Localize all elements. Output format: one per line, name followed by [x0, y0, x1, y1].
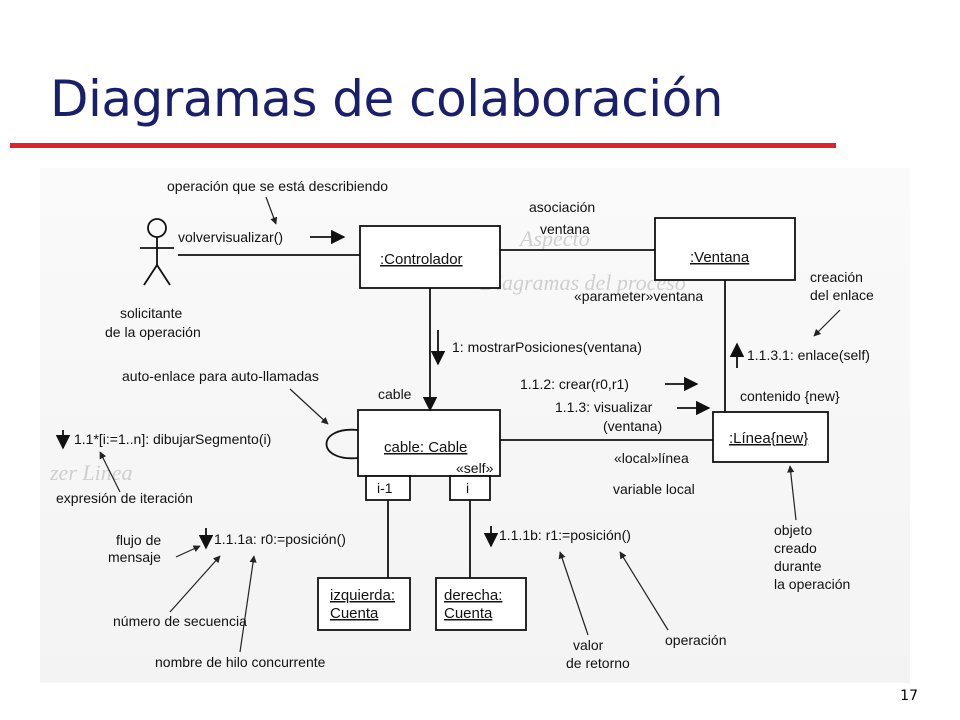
message-visualizar-1: 1.1.3: visualizar: [555, 399, 653, 415]
actor-icon: [140, 218, 174, 286]
role-self: «self»: [456, 460, 494, 476]
qualifier-left: i-1: [377, 480, 393, 496]
note-pointer: [265, 196, 278, 225]
slide-title: Diagramas de colaboración: [50, 70, 723, 128]
note-pointer: [558, 551, 589, 636]
note-solicitante-2: de la operación: [105, 324, 201, 340]
page-number: 17: [900, 688, 918, 704]
note-numero-secuencia: número de secuencia: [113, 613, 247, 629]
note-creacion-1: creación: [810, 269, 863, 285]
controlador-label: :Controlador: [380, 251, 463, 268]
self-link-loop: [325, 428, 359, 460]
role-cable: cable: [378, 386, 412, 402]
message-mostrar: 1: mostrarPosiciones(ventana): [452, 339, 642, 355]
linea-object: [712, 411, 829, 463]
linea-label: :Línea{new}: [729, 430, 808, 447]
message-enlace: 1.1.3.1: enlace(self): [747, 347, 870, 363]
note-valor-2: de retorno: [566, 655, 630, 671]
role-local: «local»línea: [614, 450, 689, 466]
note-nombre-hilo: nombre de hilo concurrente: [155, 654, 326, 670]
qualifier-box-left: [365, 475, 411, 501]
role-contenido: contenido {new}: [740, 388, 840, 404]
note-objeto-2: creado: [774, 540, 817, 556]
cable-object: [357, 409, 501, 477]
message-pos-b: 1.1.1b: r1:=posición(): [499, 527, 631, 543]
note-pointer: [289, 388, 329, 425]
derecha-label-2: Cuenta: [444, 605, 493, 622]
note-pointer: [175, 545, 201, 558]
controlador-object: [359, 225, 501, 289]
ventana-label: :Ventana: [690, 249, 750, 266]
title-underline: [10, 143, 836, 148]
derecha-label-1: derecha:: [444, 587, 502, 604]
note-variable-local: variable local: [613, 481, 695, 497]
note-flujo-2: mensaje: [108, 549, 161, 565]
note-objeto-3: durante: [774, 558, 822, 574]
note-asociacion: asociación: [529, 199, 595, 215]
note-pointer: [813, 309, 841, 337]
note-pointer: [169, 555, 221, 613]
izquierda-label-2: Cuenta: [330, 605, 379, 622]
note-objeto-4: la operación: [774, 576, 850, 592]
ghost-text: zer Linea: [49, 460, 133, 485]
message-volver: volvervisualizar(): [178, 229, 283, 245]
cable-label: cable: Cable: [384, 439, 467, 456]
note-valor-1: valor: [573, 637, 604, 653]
note-expresion: expresión de iteración: [56, 490, 193, 506]
note-solicitante-1: solicitante: [120, 305, 182, 321]
ghost-text: Diagramas del proceso: [479, 270, 686, 295]
note-flujo-1: flujo de: [116, 532, 161, 548]
role-ventana: ventana: [540, 221, 590, 237]
ghost-text: Aspecto: [518, 226, 590, 251]
note-operacion: operación: [665, 632, 727, 648]
qualifier-right: i: [466, 480, 469, 496]
note-creacion-2: del enlace: [810, 287, 874, 303]
note-auto-enlace: auto-enlace para auto-llamadas: [122, 368, 319, 384]
note-operacion-desc: operación que se está describiendo: [167, 178, 388, 194]
message-crear: 1.1.2: crear(r0,r1): [520, 376, 629, 392]
izquierda-object: [317, 577, 411, 631]
note-objeto-1: objeto: [774, 522, 812, 538]
message-pos-a: 1.1.1a: r0:=posición(): [214, 531, 346, 547]
message-visualizar-2: (ventana): [603, 418, 662, 434]
note-pointer: [239, 555, 257, 653]
note-pointer: [99, 451, 121, 493]
qualifier-box-right: [449, 475, 491, 501]
note-pointer: [787, 465, 797, 521]
message-dibujar: 1.1*[i:=1..n]: dibujarSegmento(i): [74, 431, 271, 447]
derecha-object: [435, 577, 527, 631]
role-parameter: «parameter»ventana: [574, 288, 703, 304]
izquierda-label-1: izquierda:: [330, 587, 395, 604]
note-pointer: [619, 551, 669, 631]
